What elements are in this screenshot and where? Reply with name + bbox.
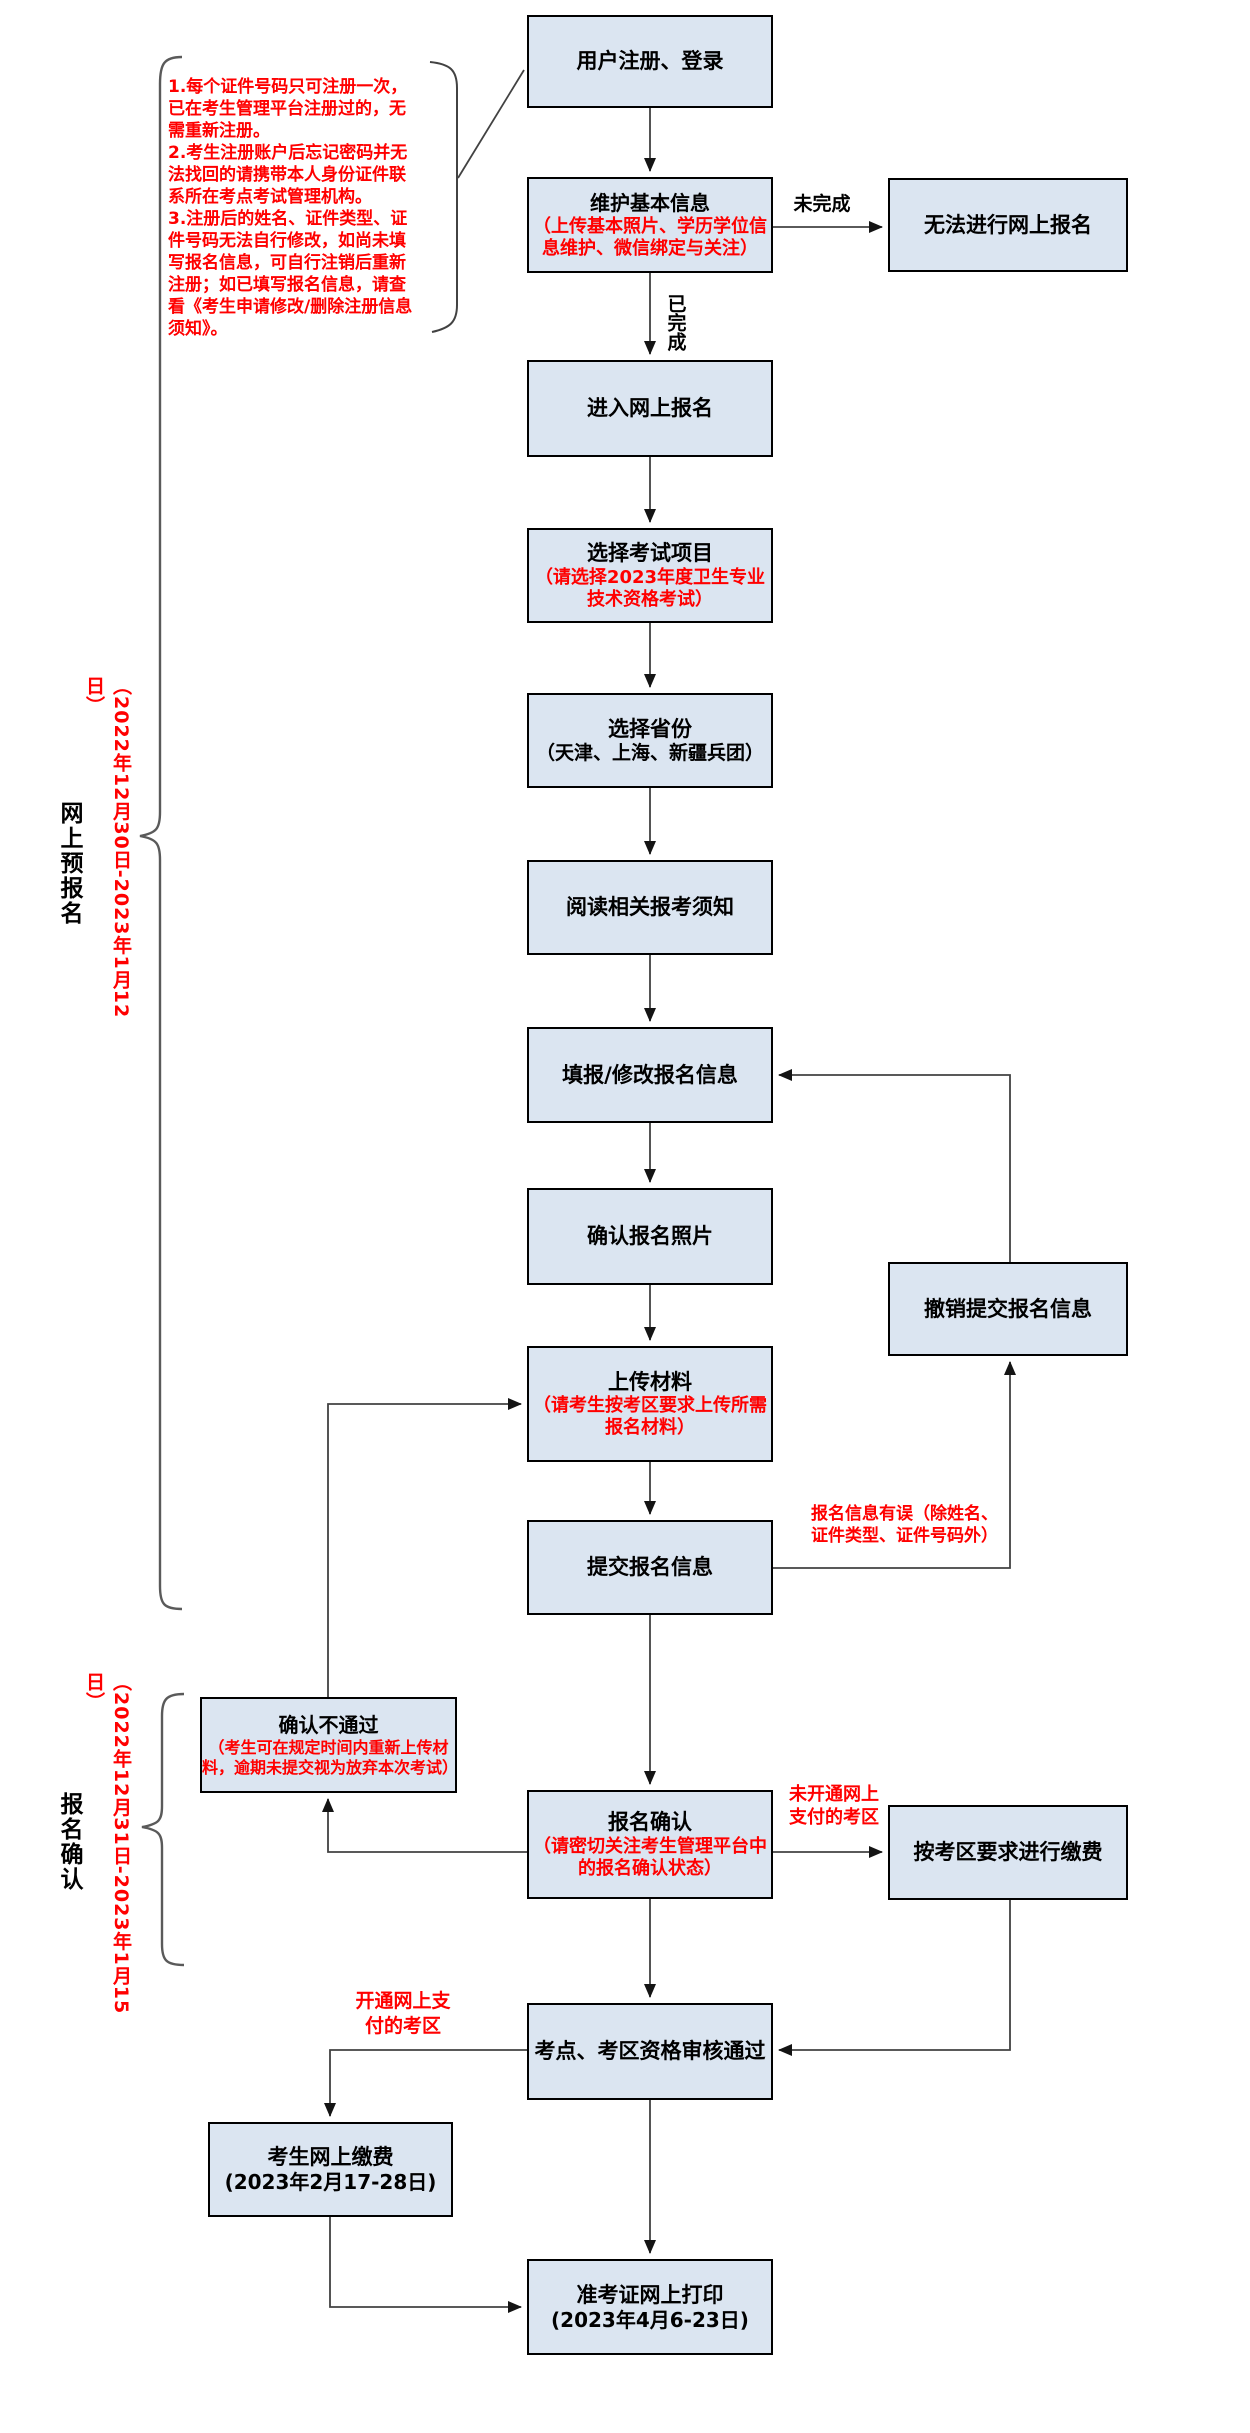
note-callout-line (457, 69, 525, 179)
arrow-fail-to-upload (327, 1398, 522, 1697)
flow-box-title: 报名确认 (608, 1810, 692, 1835)
flow-box-submit-info: 提交报名信息 (527, 1520, 773, 1615)
flow-box-subtitle: （天津、上海、新疆兵团） (535, 742, 764, 765)
flow-box-maintain-info: 维护基本信息 （上传基本照片、学历学位信息维护、微信绑定与关注） (527, 177, 773, 273)
flow-box-register-confirm: 报名确认 （请密切关注考生管理平台中的报名确认状态） (527, 1790, 773, 1899)
flow-box-title: 提交报名信息 (587, 1555, 713, 1580)
edge-label-done: 已完成 (664, 293, 687, 351)
flow-box-select-exam: 选择考试项目 （请选择2023年度卫生专业技术资格考试） (527, 528, 773, 623)
flow-box-title: 确认报名照片 (587, 1224, 713, 1249)
flow-box-title: 进入网上报名 (587, 396, 713, 421)
flow-box-title: 无法进行网上报名 (924, 212, 1092, 237)
phase-label-confirmation: 报名确认 (56, 1792, 82, 1892)
flow-box-title: 用户注册、登录 (576, 49, 724, 74)
note-right-bracket (429, 61, 458, 333)
phase-dates-confirmation: （2022年12月31日-2023年1月15日） (83, 1672, 132, 2015)
flow-box-note: （考生可在规定时间内重新上传材料，逾期未提交视为放弃本次考试） (202, 1737, 459, 1777)
flow-box-title: 准考证网上打印 (576, 2282, 724, 2307)
flow-box-pay-online: 考生网上缴费 (2023年2月17-28日) (208, 2122, 453, 2217)
flow-box-note: （请选择2023年度卫生专业技术资格考试） (534, 566, 766, 610)
flow-box-print-ticket: 准考证网上打印 (2023年4月6-23日) (527, 2259, 773, 2355)
flow-box-title: 确认不通过 (278, 1712, 379, 1737)
arrow-payonline-to-print (329, 2217, 522, 2313)
flow-box-upload-materials: 上传材料 （请考生按考区要求上传所需报名材料） (527, 1346, 773, 1462)
arrow-confirmreg-to-fail (322, 1798, 527, 1853)
flow-box-title: 考点、考区资格审核通过 (534, 2039, 766, 2064)
flow-box-cannot-register: 无法进行网上报名 (888, 178, 1128, 272)
flow-box-note: （请考生按考区要求上传所需报名材料） (533, 1395, 767, 1439)
flow-box-title: 考生网上缴费 (267, 2145, 394, 2170)
arrow-review-to-payonline (324, 2049, 527, 2117)
brace-phase-2 (141, 1692, 185, 1967)
note-item-1: 1.每个证件号码只可注册一次，已在考生管理平台注册过的，无需重新注册。 (168, 77, 408, 141)
flow-box-read-notice: 阅读相关报考须知 (527, 860, 773, 955)
flow-box-title: 维护基本信息 (590, 190, 710, 215)
flow-box-title: 阅读相关报考须知 (566, 895, 734, 920)
flow-box-review-pass: 考点、考区资格审核通过 (527, 2003, 773, 2100)
flow-box-title: 按考区要求进行缴费 (913, 1840, 1103, 1865)
flow-box-revoke-submit: 撤销提交报名信息 (888, 1262, 1128, 1356)
flow-box-confirm-photo: 确认报名照片 (527, 1188, 773, 1285)
edge-label-online-pay-open: 开通网上支付的考区 (355, 1990, 451, 2037)
flow-box-fill-modify: 填报/修改报名信息 (527, 1027, 773, 1123)
flow-box-subtitle: (2023年2月17-28日) (224, 2170, 437, 2195)
phase-label-preregistration: 网上预报名 (56, 800, 82, 926)
note-item-3: 3.注册后的姓名、证件类型、证件号码无法自行修改，如尚未填写报名信息，可自行注销… (168, 209, 413, 339)
flow-box-pay-by-area: 按考区要求进行缴费 (888, 1805, 1128, 1900)
arrow-revoke-to-fill (778, 1069, 1011, 1262)
flow-box-note: （请密切关注考生管理平台中的报名确认状态） (533, 1835, 767, 1879)
edge-label-no-online-pay: 未开通网上支付的考区 (789, 1784, 879, 1829)
flow-box-title: 选择考试项目 (587, 541, 713, 566)
note-item-2: 2.考生注册账户后忘记密码并无法找回的请携带本人身份证件联系所在考点考试管理机构… (168, 143, 408, 207)
flow-box-note: （上传基本照片、学历学位信息维护、微信绑定与关注） (533, 215, 767, 259)
phase-dates-preregistration: （2022年12月30日-2023年1月12日） (83, 676, 132, 1019)
flow-box-confirm-fail: 确认不通过 （考生可在规定时间内重新上传材料，逾期未提交视为放弃本次考试） (200, 1697, 459, 1793)
arrow-payarea-to-review (778, 1900, 1011, 2056)
edge-label-info-error: 报名信息有误（除姓名、证件类型、证件号码外） (811, 1504, 998, 1547)
flow-box-title: 填报/修改报名信息 (562, 1062, 738, 1087)
flow-box-select-province: 选择省份 （天津、上海、新疆兵团） (527, 693, 773, 788)
edge-label-not-done: 未完成 (793, 193, 851, 215)
flow-box-enter-online: 进入网上报名 (527, 360, 773, 457)
flow-box-title: 撤销提交报名信息 (924, 1296, 1092, 1321)
phase-braces (139, 55, 458, 1967)
flow-box-subtitle: (2023年4月6-23日) (551, 2307, 749, 2332)
flow-box-title: 选择省份 (608, 716, 692, 741)
flow-box-title: 上传材料 (608, 1369, 692, 1394)
flow-box-register: 用户注册、登录 (527, 15, 773, 108)
registration-note: 1.每个证件号码只可注册一次，已在考生管理平台注册过的，无需重新注册。 2.考生… (168, 76, 421, 340)
